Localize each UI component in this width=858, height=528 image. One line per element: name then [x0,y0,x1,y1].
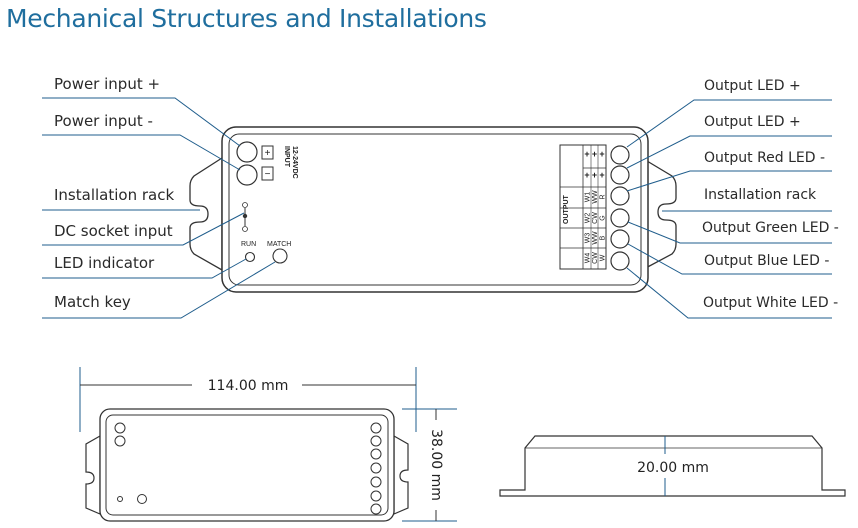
output-channel-label: CW [592,212,599,224]
output-channel-label: B [600,235,607,240]
label-output-red-led: Output Red LED - [704,150,825,166]
label-installation-rack-right: Installation rack [704,187,817,203]
dimension-view-side: 20.00 mm [499,435,846,497]
dc-socket-symbol [242,202,248,232]
output-plus-4: + [584,170,589,180]
match-key-button[interactable] [272,248,288,264]
output-channel-label: W2 [585,213,592,224]
input-plus-sign: + [265,148,271,159]
output-label: OUTPUT [563,195,570,225]
output-plus-5: + [592,170,597,180]
output-terminal-6 [610,251,630,271]
output-terminal-5 [610,229,630,249]
label-power-input-minus: Power input - [54,112,153,130]
output-channel-label: W [600,254,607,261]
label-dc-socket-input: DC socket input [54,222,173,240]
label-output-led-plus-1: Output LED + [704,78,801,94]
label-output-green-led: Output Green LED - [702,220,839,236]
device-top-view: + − INPUT 12-24VDC RUN MATCH [189,126,677,293]
label-installation-rack-left: Installation rack [54,186,174,204]
input-voltage-label: 12-24VDC [291,146,298,179]
dimension-length: 114.00 mm [208,378,289,394]
label-match-key: Match key [54,293,131,311]
output-plus-3: + [599,149,604,159]
label-power-input-plus: Power input + [54,75,160,93]
output-channel-label: CW [592,252,599,264]
run-label: RUN [241,241,256,248]
label-output-blue-led: Output Blue LED - [704,253,829,269]
output-channel-label: W3 [585,233,592,244]
dimension-width: 38.00 mm [428,429,444,501]
output-channel-label: WW [592,231,599,245]
output-terminal-2 [610,165,630,185]
input-label: INPUT [283,146,290,168]
match-label: MATCH [267,241,291,248]
dimension-view-top: 114.00 mm 38.00 mm [79,367,457,522]
output-terminal-4 [610,208,630,228]
page-title: Mechanical Structures and Installations [6,4,487,33]
output-channel-label: W1 [585,192,592,203]
left-callouts: Power input + Power input - Installation… [42,75,276,319]
power-input-minus-terminal [236,164,258,186]
input-minus-sign: − [265,169,271,180]
output-channel-label: G [600,215,607,220]
right-callouts: Output LED + Output LED + Output Red LED… [626,78,839,319]
label-output-white-led: Output White LED - [703,295,838,311]
led-indicator [244,251,256,263]
power-input-plus-terminal [236,141,258,163]
label-output-led-plus-2: Output LED + [704,114,801,130]
output-channel-label: W4 [585,253,592,264]
output-channel-label: WW [592,190,599,204]
output-plus-2: + [592,149,597,159]
dimension-height: 20.00 mm [637,460,709,476]
output-terminal-3 [610,186,630,206]
output-plus-6: + [599,170,604,180]
output-plus-1: + [584,149,589,159]
label-led-indicator: LED indicator [54,254,155,272]
output-channel-label: R [600,194,607,199]
output-terminal-1 [610,145,630,165]
